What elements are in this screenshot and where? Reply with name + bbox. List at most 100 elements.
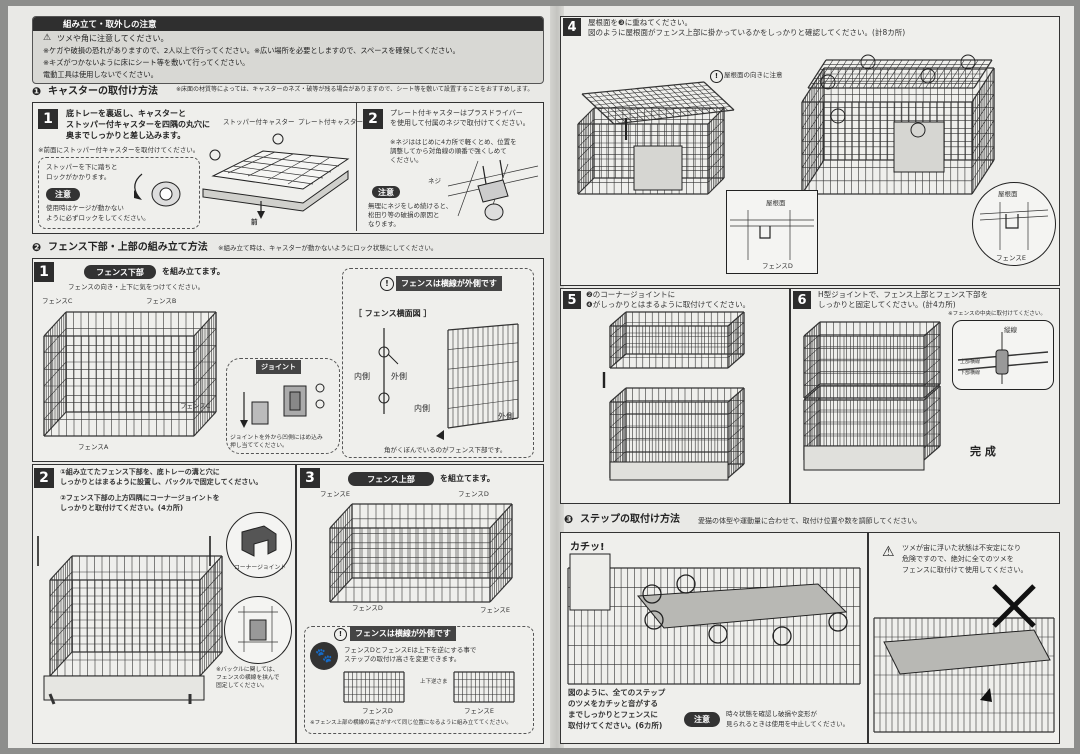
section3-click: カチッ! <box>570 542 605 553</box>
s1-step2-text-2: を使用して付属のネジで取付けてください。 <box>390 119 530 127</box>
s1-step1-number: 1 <box>38 109 58 129</box>
roof-circle-icon <box>979 202 1049 250</box>
section1-number: ❶ <box>32 85 42 98</box>
buckle-note-1: ※バックルに関しては、 <box>216 667 279 673</box>
joint-note-1: ジョイントを外から凹側にはめ込み <box>230 435 323 441</box>
cross-bottom-note: 角がくぼんでいるのがフェンス下部です。 <box>384 446 507 454</box>
warning-line-3: ※キズがつかないように床にシート等を敷いて行ってください。 <box>43 58 250 67</box>
cross-outside-label: 外側 <box>391 372 407 381</box>
flip-fence-d-label: フェンスD <box>362 707 393 715</box>
section2-note: ※組み立て時は、キャスターが動かないようにロック状態にしてください。 <box>218 244 438 252</box>
section3-number: ❸ <box>564 513 574 526</box>
section2-step3-box <box>296 464 544 744</box>
s1-label-plate: プレート付キャスター <box>298 118 363 126</box>
fence-on-tray-illustration <box>37 536 223 705</box>
roof-placement-illustration <box>577 81 735 195</box>
warning-line-1: ツメや角に注意してください。 <box>57 34 169 43</box>
s2-step1-pill: フェンス下部 <box>84 265 156 279</box>
buckle-note-2: フェンスの横線を挟んで <box>216 675 280 681</box>
s2-fence-b-label: フェンスB <box>146 297 177 305</box>
section3-warn-3: フェンスに取付けて使用してください。 <box>902 566 1028 574</box>
s1-step2-caution-2: 松田り等の破損の原因と <box>368 211 440 219</box>
roof-detail-icon <box>730 210 814 260</box>
s2-fence-c-label: フェンスC <box>42 297 73 305</box>
s2-fence-c2-label: フェンスC <box>180 402 211 410</box>
cross-section-title: ［ フェンス横面図 ］ <box>354 309 432 318</box>
step4-text-1: 屋根面を❸に重ねてください。 <box>588 18 692 27</box>
roof-detail-circle <box>972 182 1056 266</box>
s1-step2-sub-1: ※ネジははじめに4カ所で軽くとめ、位置を <box>390 138 517 146</box>
h-joint-label-a: 縦線 <box>1004 326 1017 334</box>
joint-detail-box <box>226 358 340 454</box>
s1-step1-callout-1: ストッパーを下に踏ちと <box>46 163 118 171</box>
s2-fence-a-label: フェンスA <box>78 443 109 451</box>
joint-label: ジョイント <box>256 360 301 374</box>
flip-label: 上下逆さま <box>420 679 448 685</box>
s1-step1-text-2: ストッパー付キャスターを四隅の丸穴に <box>66 120 210 129</box>
manual-spread: 組み立て・取外しの注意 ⚠ ツメや角に注意してください。 ※ケガや破損の恐れがあ… <box>8 6 1074 748</box>
section3-caution-1: 時々状態を確認し破損や変形が <box>726 710 817 718</box>
s1-step1-callout-2: ロックがかかります。 <box>46 173 111 181</box>
section3-text-1: 図のように、全てのステップ <box>568 688 666 697</box>
step5-text-1: ❷のコーナージョイントに <box>586 290 676 299</box>
step4-text-2: 図のように屋根面がフェンス上部に掛かっているかをしっかりと確認してください。(計… <box>588 28 906 37</box>
section1-note: ※床面の材質等によっては、キャスターのネズ・破等が残る場合がありますので、シート… <box>176 86 534 93</box>
section3-text-4: 取付けてください。(6カ所) <box>568 721 663 730</box>
step6-sub: ※フェンスの中央に取付けてください。 <box>948 311 1046 317</box>
s2-step3-note-1: フェンスDとフェンスEは上下を逆にする事で <box>344 646 477 654</box>
warning-line-2: ※ケガや破損の恐れがありますので、2人以上で行ってください。※広い場所を必要とし… <box>43 46 460 55</box>
warning-header-text: 組み立て・取外しの注意 <box>63 20 157 30</box>
s2-fence-e-label: フェンスE <box>320 490 350 498</box>
s1-step2-caution-3: なります。 <box>368 220 400 228</box>
fence-flip-illustration <box>343 671 515 703</box>
s2-step1-warn-box: フェンスは横線が外側です <box>396 276 502 291</box>
section3-text-2: のツメをカチッと音がする <box>568 699 658 708</box>
s2-step2-text2-2: しっかりと取付けてください。(4カ所) <box>60 504 184 512</box>
incorrect-step-illustration <box>873 584 1055 733</box>
s1-step2-caution-badge: 注意 <box>372 186 400 198</box>
s2-step1-after: を組み立てます。 <box>162 267 225 276</box>
s2-step3-pill: フェンス上部 <box>348 472 434 486</box>
step4-fence-d-label: フェンスD <box>762 262 793 270</box>
section3-note: 愛猫の体型や運動量に合わせて、取付け位置や数を調節してください。 <box>698 517 922 525</box>
section3-caution-badge: 注意 <box>684 712 720 727</box>
s2-fence-e2-label: フェンスE <box>480 606 510 614</box>
warning-line-4: 電動工具は使用しないでください。 <box>43 70 158 79</box>
section3-text-3: までしっかりとフェンスに <box>568 710 658 719</box>
warn-exclaim-icon: ! <box>380 277 394 291</box>
s1-step1-caution-badge: 注意 <box>46 188 80 201</box>
paw-icon: 🐾 <box>310 642 338 670</box>
s2-step3-after: を組立てます。 <box>440 474 495 483</box>
upper-fence-illustration <box>329 503 513 603</box>
s2-step3-foot: ※フェンス上部の横線の高さがすべて同じ位置になるように組み立ててください。 <box>310 720 512 726</box>
buckle-circle <box>224 596 292 664</box>
section3-warn-1: ツメが宙に浮いた状態は不安定になり <box>902 544 1021 552</box>
step4-roof-label: 屋根面 <box>766 199 786 207</box>
section3-warning-icon: ⚠ <box>882 544 895 560</box>
warning-triangle-icon: ⚠ <box>43 33 52 43</box>
step6-done: 完 成 <box>970 445 996 458</box>
corner-joint-circle <box>226 512 292 578</box>
s1-step2-number: 2 <box>363 109 383 129</box>
roof-exclaim-icon: ! <box>710 70 723 83</box>
roof-detail-box <box>726 190 818 274</box>
cage-top-illustration <box>801 54 995 195</box>
step-attachment-illustration <box>567 553 861 685</box>
s2-step2-text2-1: ②フェンス下部の上方四隅にコーナージョイントを <box>60 494 220 502</box>
h-joint-label-c: 下部横線 <box>960 370 981 376</box>
corner-joint-label: コーナージョイント <box>234 565 287 571</box>
s1-front-label: 前 <box>251 218 258 226</box>
cross-inside-label: 内側 <box>354 372 370 381</box>
section2-number: ❷ <box>32 241 42 254</box>
s1-step2-caution-1: 無理にネジをしめ続けると、 <box>368 202 453 210</box>
s2-step3-warn-box: フェンスは横線が外側です <box>350 626 456 641</box>
s1-step1-caution-1: 使用時はケージが動かない <box>46 204 124 212</box>
step5-text-2: ❹がしっかりとはまるように取付けてください。 <box>586 300 750 309</box>
section1-divider <box>356 103 357 231</box>
cross-section-illustration <box>378 323 519 440</box>
s1-step1-sub: ※前面にストッパー付キャスターを取付けてください。 <box>38 146 200 154</box>
s1-step1-caution-2: ように必ずロックをしてください。 <box>46 214 150 222</box>
s2-step2-text1-2: しっかりとはまるように設置し、バックルで固定してください。 <box>60 478 263 486</box>
h-joint-detail <box>952 320 1054 390</box>
step4-roof2-label: 屋根面 <box>998 190 1018 198</box>
